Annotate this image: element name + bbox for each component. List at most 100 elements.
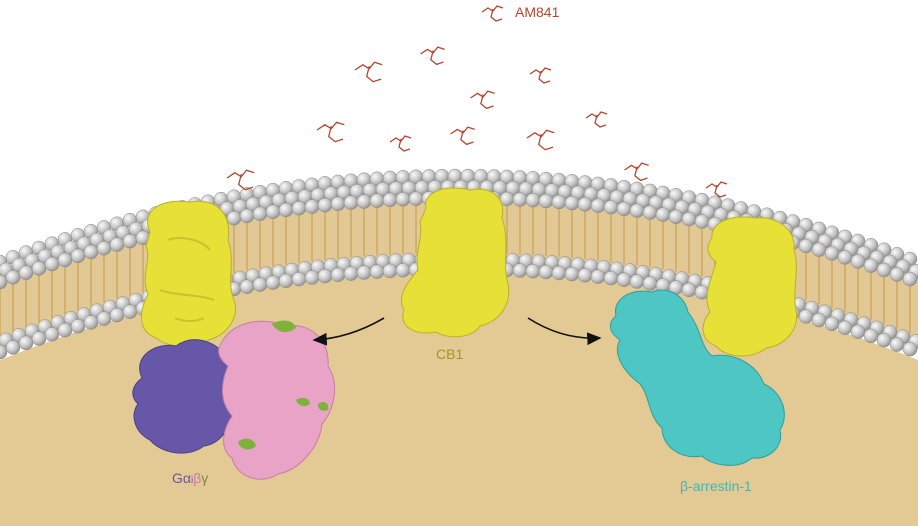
- lipid-head: [291, 271, 307, 287]
- lipid-head: [837, 250, 853, 265]
- lipid-head: [798, 309, 814, 324]
- lipid-head: [278, 202, 294, 218]
- g-gamma-subunit: [238, 320, 329, 450]
- lipid-head: [382, 263, 398, 279]
- lipid-head: [317, 197, 333, 213]
- lipid-head: [863, 258, 879, 273]
- lipid-head: [525, 192, 541, 208]
- ligand-molecule: [481, 5, 504, 22]
- lipid-head: [96, 311, 112, 326]
- lipid-head: [395, 192, 411, 207]
- lipid-head: [616, 272, 632, 287]
- lipid-head: [668, 209, 684, 225]
- ligand-molecule: [624, 162, 649, 182]
- lipid-head: [889, 267, 905, 282]
- lipid-head: [850, 254, 866, 269]
- lipid-head: [590, 269, 606, 284]
- lipid-head: [70, 248, 86, 264]
- lipid-head: [603, 270, 619, 286]
- lipid-head: [18, 335, 34, 351]
- lipid-head: [109, 237, 125, 252]
- lipid-head: [876, 262, 892, 278]
- lipid-head: [512, 263, 528, 278]
- ligand-molecules: [226, 5, 728, 198]
- lipid-head: [512, 192, 528, 207]
- g-beta-label: β: [193, 470, 202, 486]
- g-alpha-label: Gα: [172, 470, 191, 486]
- lipid-head: [538, 264, 554, 280]
- lipid-head: [837, 320, 853, 335]
- lipid-head: [291, 200, 307, 216]
- arrestin-label: β-arrestin-1: [680, 478, 752, 494]
- lipid-head: [564, 266, 580, 282]
- lipid-head: [5, 270, 21, 285]
- ligand-molecule: [529, 67, 552, 84]
- cb1-receptor-left: [141, 200, 236, 348]
- lipid-head: [876, 332, 892, 348]
- lipid-head: [642, 205, 658, 220]
- g-gamma-label: γ: [201, 470, 209, 486]
- lipid-head: [629, 203, 645, 218]
- lipid-head: [369, 193, 385, 208]
- lipid-head: [44, 327, 60, 342]
- ligand-molecule: [389, 135, 412, 152]
- lipid-head: [642, 276, 658, 291]
- lipid-head: [57, 322, 73, 338]
- lipid-head: [304, 199, 320, 214]
- lipid-head: [577, 268, 593, 283]
- lipid-head: [850, 324, 866, 339]
- lipid-head: [681, 211, 697, 227]
- lipid-head: [798, 238, 814, 254]
- lipid-head: [902, 341, 918, 357]
- lipid-head: [577, 197, 593, 212]
- lipid-head: [317, 268, 333, 284]
- lipid-head: [70, 318, 86, 334]
- lipid-head: [395, 262, 411, 278]
- lipid-head: [83, 244, 99, 260]
- lipid-head: [824, 316, 840, 332]
- lipid-head: [824, 246, 840, 261]
- ligand-molecule: [420, 46, 445, 66]
- lipid-head: [681, 282, 697, 298]
- lipid-head: [811, 242, 827, 257]
- lipid-head: [629, 274, 645, 289]
- lipid-head: [616, 201, 632, 217]
- lipid-head: [538, 193, 554, 209]
- lipid-head: [356, 265, 372, 280]
- lipid-head: [265, 275, 281, 290]
- lipid-head: [343, 266, 359, 281]
- arrow-to-g-protein: [312, 317, 385, 346]
- cb1-receptor-right: [702, 216, 798, 357]
- lipid-head: [239, 279, 255, 294]
- lipid-head: [811, 312, 827, 328]
- lipid-head: [525, 263, 541, 279]
- lipid-head: [863, 328, 879, 344]
- lipid-head: [18, 265, 34, 281]
- lipid-head: [564, 195, 580, 211]
- lipid-head: [330, 196, 346, 212]
- lipid-head: [44, 256, 60, 272]
- ligand-molecule: [226, 169, 255, 191]
- lipid-head: [31, 261, 47, 276]
- lipid-head: [694, 214, 710, 229]
- lipid-head: [382, 192, 398, 208]
- lipid-head: [278, 273, 294, 289]
- lipid-head: [96, 240, 112, 256]
- ligand-molecule: [354, 61, 383, 83]
- arrow-to-arrestin: [527, 317, 602, 346]
- lipid-head: [889, 337, 905, 352]
- lipid-head: [122, 233, 138, 249]
- lipid-head: [0, 274, 8, 290]
- ligand-molecule: [705, 181, 728, 198]
- cb1-label: CB1: [436, 346, 464, 362]
- lipid-head: [603, 199, 619, 215]
- lipid-head: [408, 191, 424, 206]
- lipid-head: [551, 194, 567, 210]
- lipid-head: [226, 210, 242, 226]
- lipid-head: [83, 315, 99, 330]
- lipid-head: [343, 195, 359, 210]
- lipid-head: [655, 207, 671, 222]
- lipid-head: [252, 206, 268, 222]
- lipid-head: [551, 265, 567, 281]
